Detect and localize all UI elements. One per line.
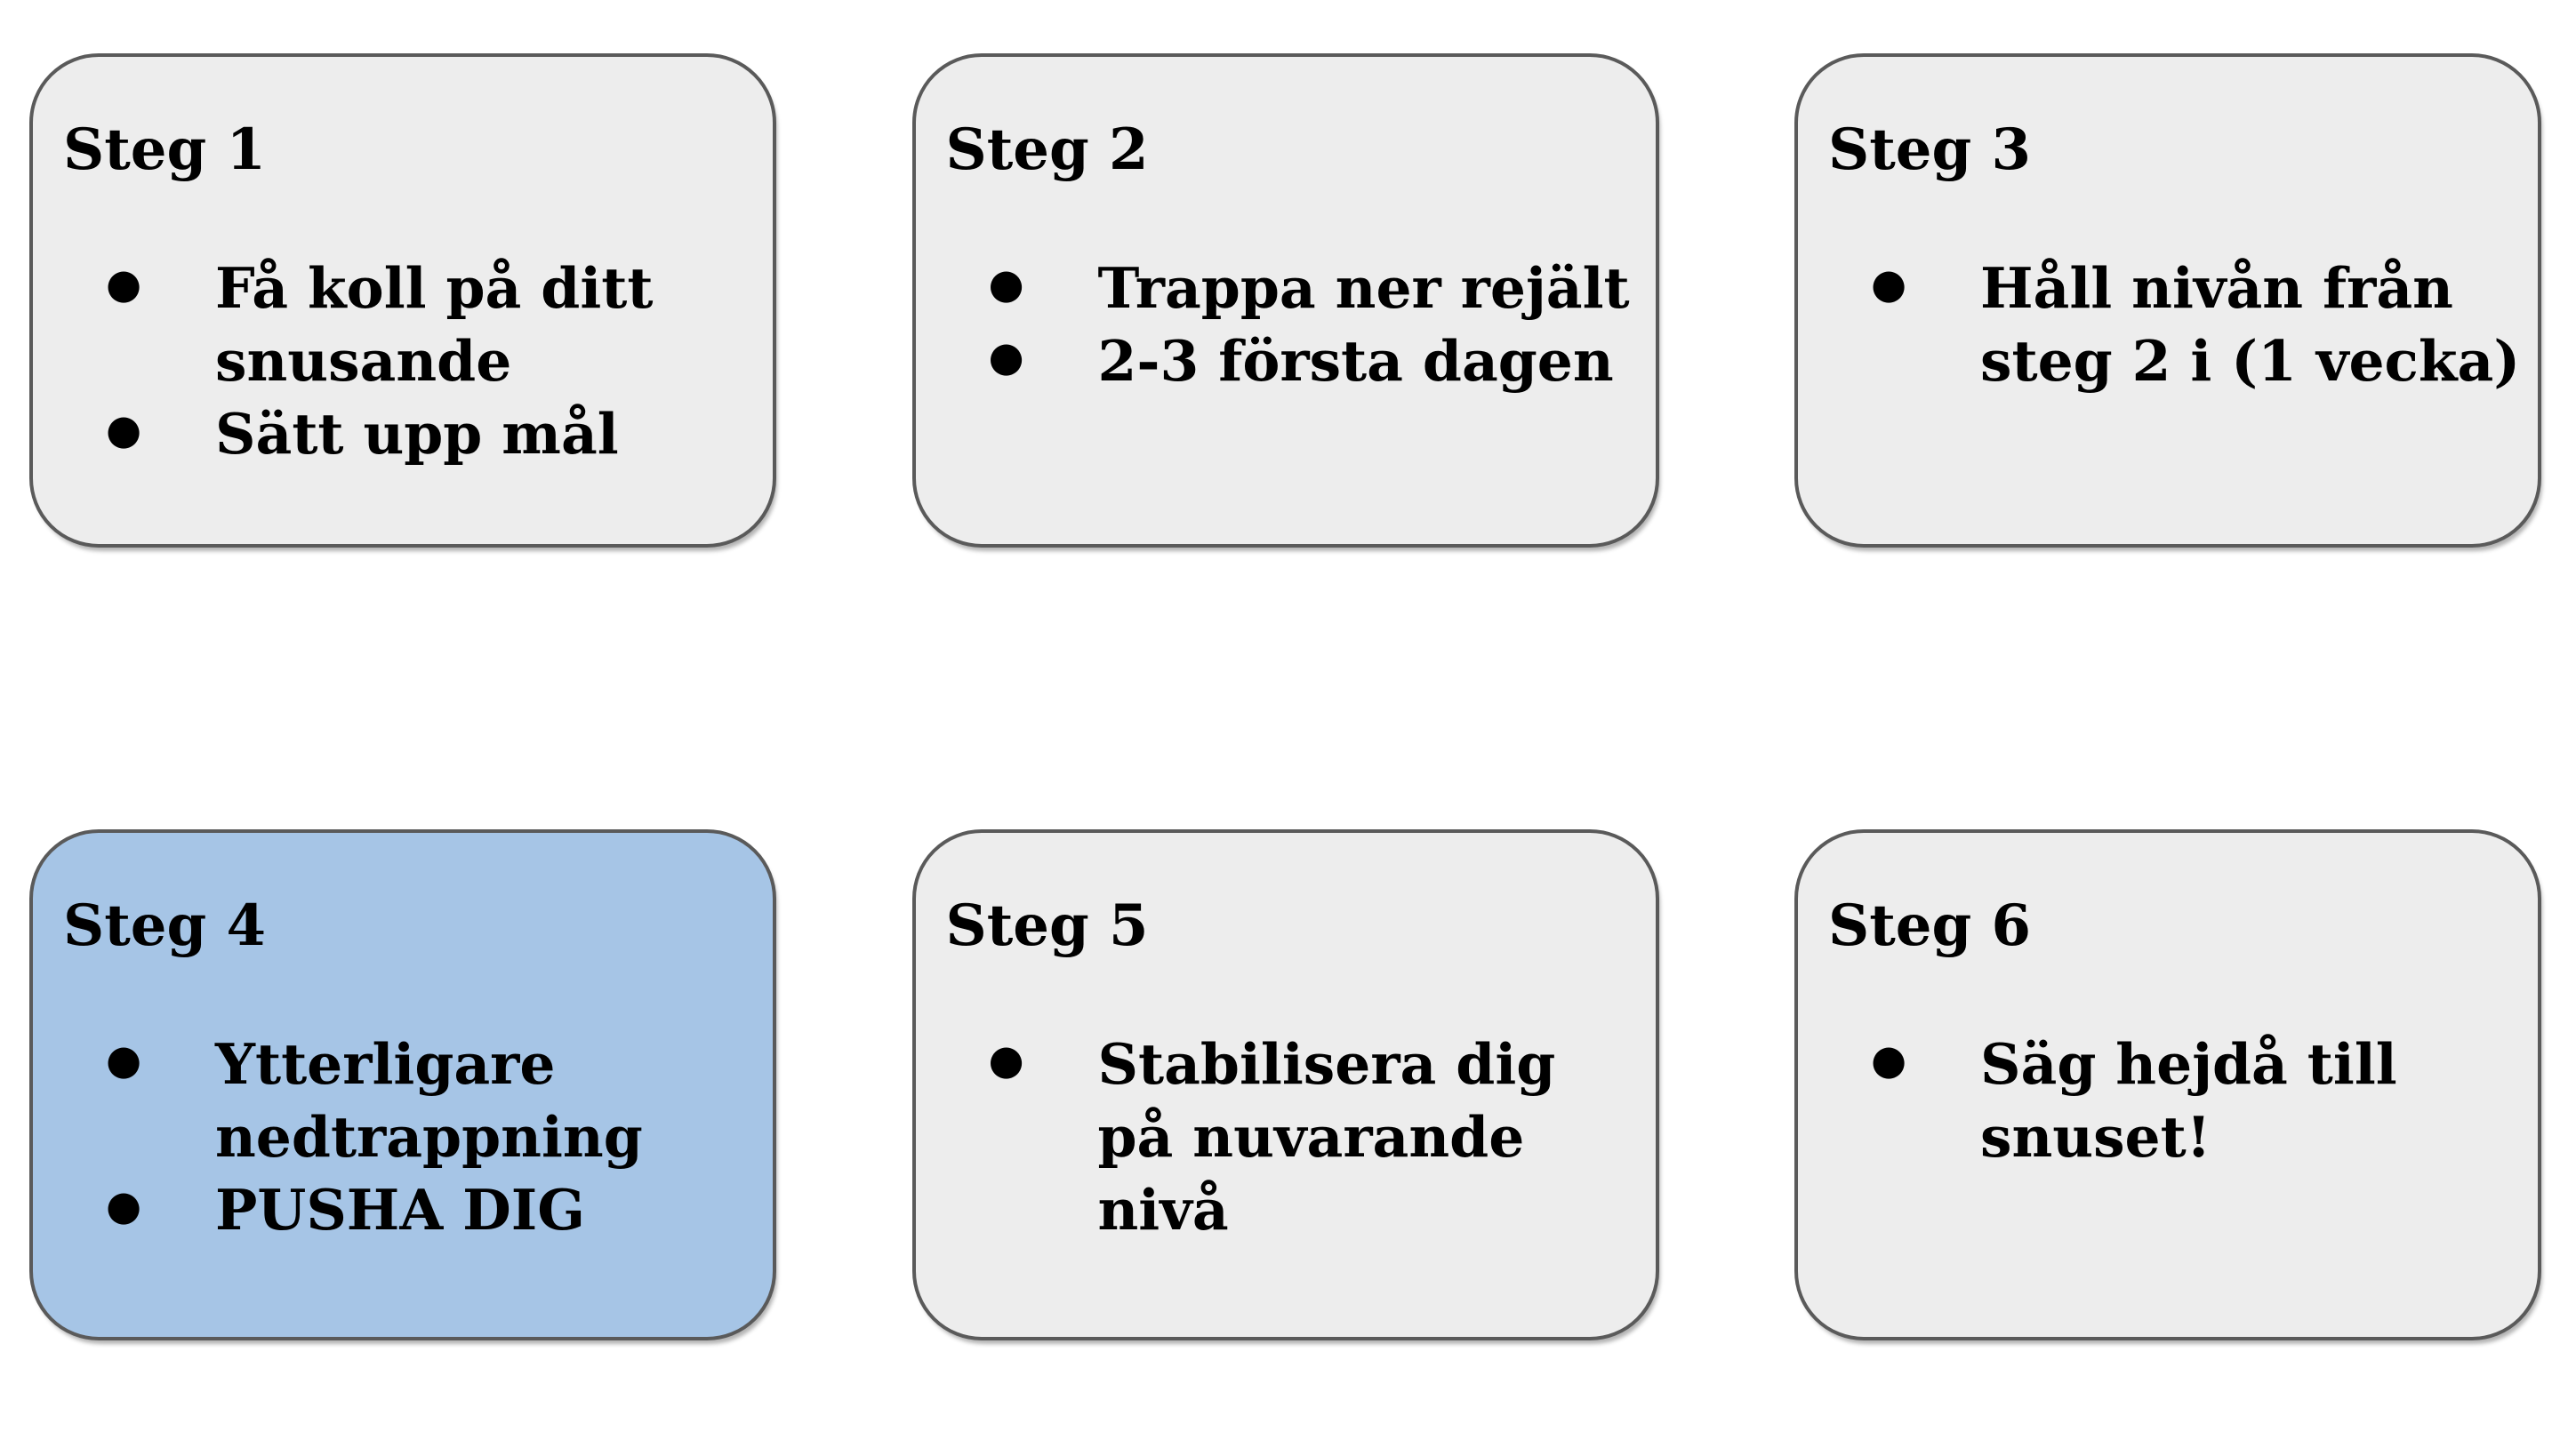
card-title: Steg 2 xyxy=(945,116,1149,183)
bullet-item: ● Få koll på ditt snusande xyxy=(63,252,746,398)
bullet-icon: ● xyxy=(106,404,142,453)
card-steg-6: Steg 6 ● Säg hejdå till snuset! xyxy=(1794,829,2541,1340)
bullet-item: ● 2-3 första dagen xyxy=(946,325,1629,398)
bullet-line: 2-3 första dagen xyxy=(1097,327,1614,394)
bullet-icon: ● xyxy=(1871,1036,1907,1084)
bullet-line: Sätt upp mål xyxy=(215,400,619,467)
bullet-item: ● Stabilisera dig på nuvarande nivå xyxy=(946,1028,1629,1247)
bullet-icon: ● xyxy=(988,260,1024,308)
bullet-line: steg 2 i (1 vecka) xyxy=(1980,327,2521,394)
bullet-icon: ● xyxy=(106,1180,142,1229)
bullet-icon: ● xyxy=(988,1036,1024,1084)
bullet-list: ● Håll nivån från steg 2 i (1 vecka) xyxy=(1828,252,2521,398)
card-steg-5: Steg 5 ● Stabilisera dig på nuvarande ni… xyxy=(911,829,1659,1340)
card-steg-3: Steg 3 ● Håll nivån från steg 2 i (1 vec… xyxy=(1794,53,2541,548)
card-title: Steg 5 xyxy=(945,892,1149,959)
card-steg-4: Steg 4 ● Ytterligare nedtrappning ● PUSH… xyxy=(29,829,776,1340)
bullet-list: ● Ytterligare nedtrappning ● PUSHA DIG xyxy=(63,1028,746,1247)
bullet-item: ● PUSHA DIG xyxy=(63,1174,746,1247)
card-title: Steg 3 xyxy=(1828,116,2032,183)
bullet-line: Säg hejdå till xyxy=(1980,1031,2397,1097)
card-steg-1: Steg 1 ● Få koll på ditt snusande ● Sätt… xyxy=(29,53,776,548)
bullet-icon: ● xyxy=(106,260,142,308)
bullet-list: ● Säg hejdå till snuset! xyxy=(1828,1028,2511,1174)
card-title: Steg 1 xyxy=(63,116,267,183)
bullet-line: Ytterligare xyxy=(215,1031,556,1097)
bullet-item: ● Trappa ner rejält xyxy=(946,252,1630,325)
bullet-line: nivå xyxy=(1097,1176,1229,1243)
bullet-line: snuset! xyxy=(1980,1103,2211,1170)
cards-row-2: Steg 4 ● Ytterligare nedtrappning ● PUSH… xyxy=(29,829,2541,1340)
bullet-line: Trappa ner rejält xyxy=(1097,255,1630,321)
bullet-line: Få koll på ditt xyxy=(215,255,654,321)
bullet-icon: ● xyxy=(988,332,1024,380)
bullet-icon: ● xyxy=(106,1036,142,1084)
cards-row-1: Steg 1 ● Få koll på ditt snusande ● Sätt… xyxy=(29,53,2541,548)
card-steg-2: Steg 2 ● Trappa ner rejält ● 2-3 första … xyxy=(911,53,1659,548)
bullet-line: på nuvarande xyxy=(1097,1103,1525,1170)
bullet-item: ● Håll nivån från steg 2 i (1 vecka) xyxy=(1828,252,2521,398)
card-title: Steg 6 xyxy=(1828,892,2032,959)
bullet-item: ● Sätt upp mål xyxy=(63,398,746,471)
bullet-list: ● Trappa ner rejält ● 2-3 första dagen xyxy=(946,252,1630,398)
bullet-list: ● Få koll på ditt snusande ● Sätt upp må… xyxy=(63,252,746,471)
bullet-line: nedtrappning xyxy=(215,1103,643,1170)
card-title: Steg 4 xyxy=(63,892,267,959)
bullet-item: ● Säg hejdå till snuset! xyxy=(1828,1028,2511,1174)
bullet-line: PUSHA DIG xyxy=(215,1176,586,1243)
bullet-line: Håll nivån från xyxy=(1980,255,2453,321)
bullet-item: ● Ytterligare nedtrappning xyxy=(63,1028,746,1174)
bullet-list: ● Stabilisera dig på nuvarande nivå xyxy=(946,1028,1629,1247)
bullet-line: Stabilisera dig xyxy=(1097,1031,1556,1097)
bullet-line: snusande xyxy=(215,327,512,394)
bullet-icon: ● xyxy=(1871,260,1907,308)
